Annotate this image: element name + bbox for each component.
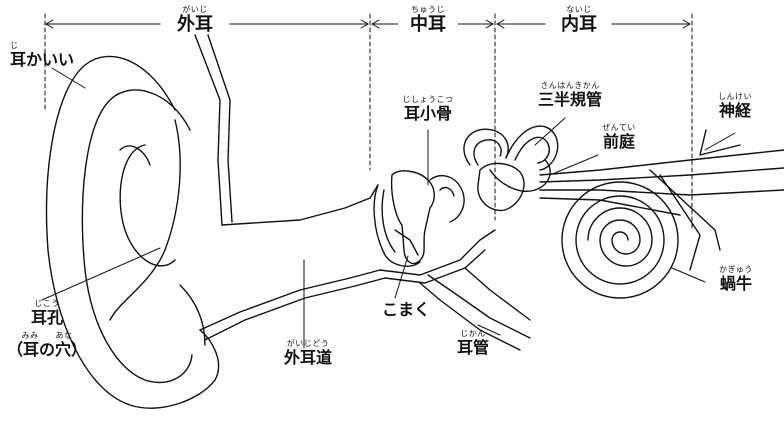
semicircular-canals xyxy=(463,128,509,166)
label-semicircular-text: 三半規管 xyxy=(537,90,602,109)
label-ear-hole-sub-ruby: みみ あな xyxy=(21,331,73,340)
section-middle-ruby: ちゅうじ xyxy=(411,5,445,14)
ear-canal-upper xyxy=(221,184,379,226)
label-nerve-ruby: しんけい xyxy=(718,92,752,101)
label-eustachian-tube: じかん 耳管 xyxy=(448,330,498,356)
label-ear-canal: がいじどう 外耳道 xyxy=(276,340,340,366)
label-ear-canal-ruby: がいじどう xyxy=(286,339,330,348)
label-ear-hole-sub-text: （耳の穴） xyxy=(6,340,87,359)
label-cochlea-ruby: かぎゅう xyxy=(719,265,753,274)
section-arrows xyxy=(45,19,691,29)
label-ear-canal-text: 外耳道 xyxy=(283,348,332,367)
section-dividers xyxy=(44,13,693,231)
section-middle-text: 中耳 xyxy=(410,14,446,35)
label-ear-hole: じこう 耳孔 xyxy=(12,300,82,326)
label-ossicles: じしょうこつ 耳小骨 xyxy=(392,96,464,122)
label-semicircular-canals: さんはんきかん 三半規管 xyxy=(525,82,615,108)
section-outer-text: 外耳 xyxy=(177,14,213,35)
leader-lines xyxy=(41,67,736,349)
label-vestibule-text: 前庭 xyxy=(602,132,635,151)
label-cochlea-text: 蝸牛 xyxy=(719,274,752,293)
section-label-middle-ear: ちゅうじ 中耳 xyxy=(398,6,458,34)
label-eustachian-ruby: じかん xyxy=(460,329,486,338)
section-label-inner-ear: ないじ 内耳 xyxy=(547,6,611,34)
pinna-outline xyxy=(45,55,220,409)
label-pinna: じ 耳かいい xyxy=(10,42,74,68)
label-semicircular-ruby: さんはんきかん xyxy=(540,81,600,90)
pinna-antihelix xyxy=(119,144,176,267)
skull-line xyxy=(194,34,223,226)
pinna-helix xyxy=(81,89,193,384)
eardrum-shape xyxy=(373,184,421,267)
label-ear-hole-text: 耳孔 xyxy=(30,308,63,327)
label-ossicles-ruby: じしょうこつ xyxy=(402,95,454,104)
section-outer-ruby: がいじ xyxy=(182,5,208,14)
eustachian-tube xyxy=(419,282,521,351)
label-ear-hole-sub: みみ あな （耳の穴） xyxy=(4,332,90,358)
label-vestibule: ぜんてい 前庭 xyxy=(594,124,644,150)
label-eustachian-text: 耳管 xyxy=(456,338,489,357)
label-eardrum: こまく xyxy=(374,302,438,318)
label-ear-hole-ruby: じこう xyxy=(34,299,60,308)
nerve-bundle xyxy=(539,129,784,271)
section-inner-ruby: ないじ xyxy=(566,5,592,14)
label-eardrum-text: こまく xyxy=(381,300,430,319)
section-label-outer-ear: がいじ 外耳 xyxy=(165,6,225,34)
label-pinna-text: 耳かいい xyxy=(10,50,75,69)
label-nerve-text: 神経 xyxy=(718,101,751,120)
ossicles-shape xyxy=(390,170,435,265)
section-inner-text: 内耳 xyxy=(561,14,597,35)
label-pinna-ruby: じ xyxy=(10,41,19,50)
cochlea-spiral xyxy=(561,181,679,299)
ear-canal-lower xyxy=(199,269,381,331)
vestibule xyxy=(477,162,525,212)
label-cochlea: かぎゅう 蝸牛 xyxy=(706,266,766,292)
label-vestibule-ruby: ぜんてい xyxy=(602,123,636,132)
label-ossicles-text: 耳小骨 xyxy=(403,104,452,123)
label-nerve: しんけい 神経 xyxy=(710,93,760,119)
